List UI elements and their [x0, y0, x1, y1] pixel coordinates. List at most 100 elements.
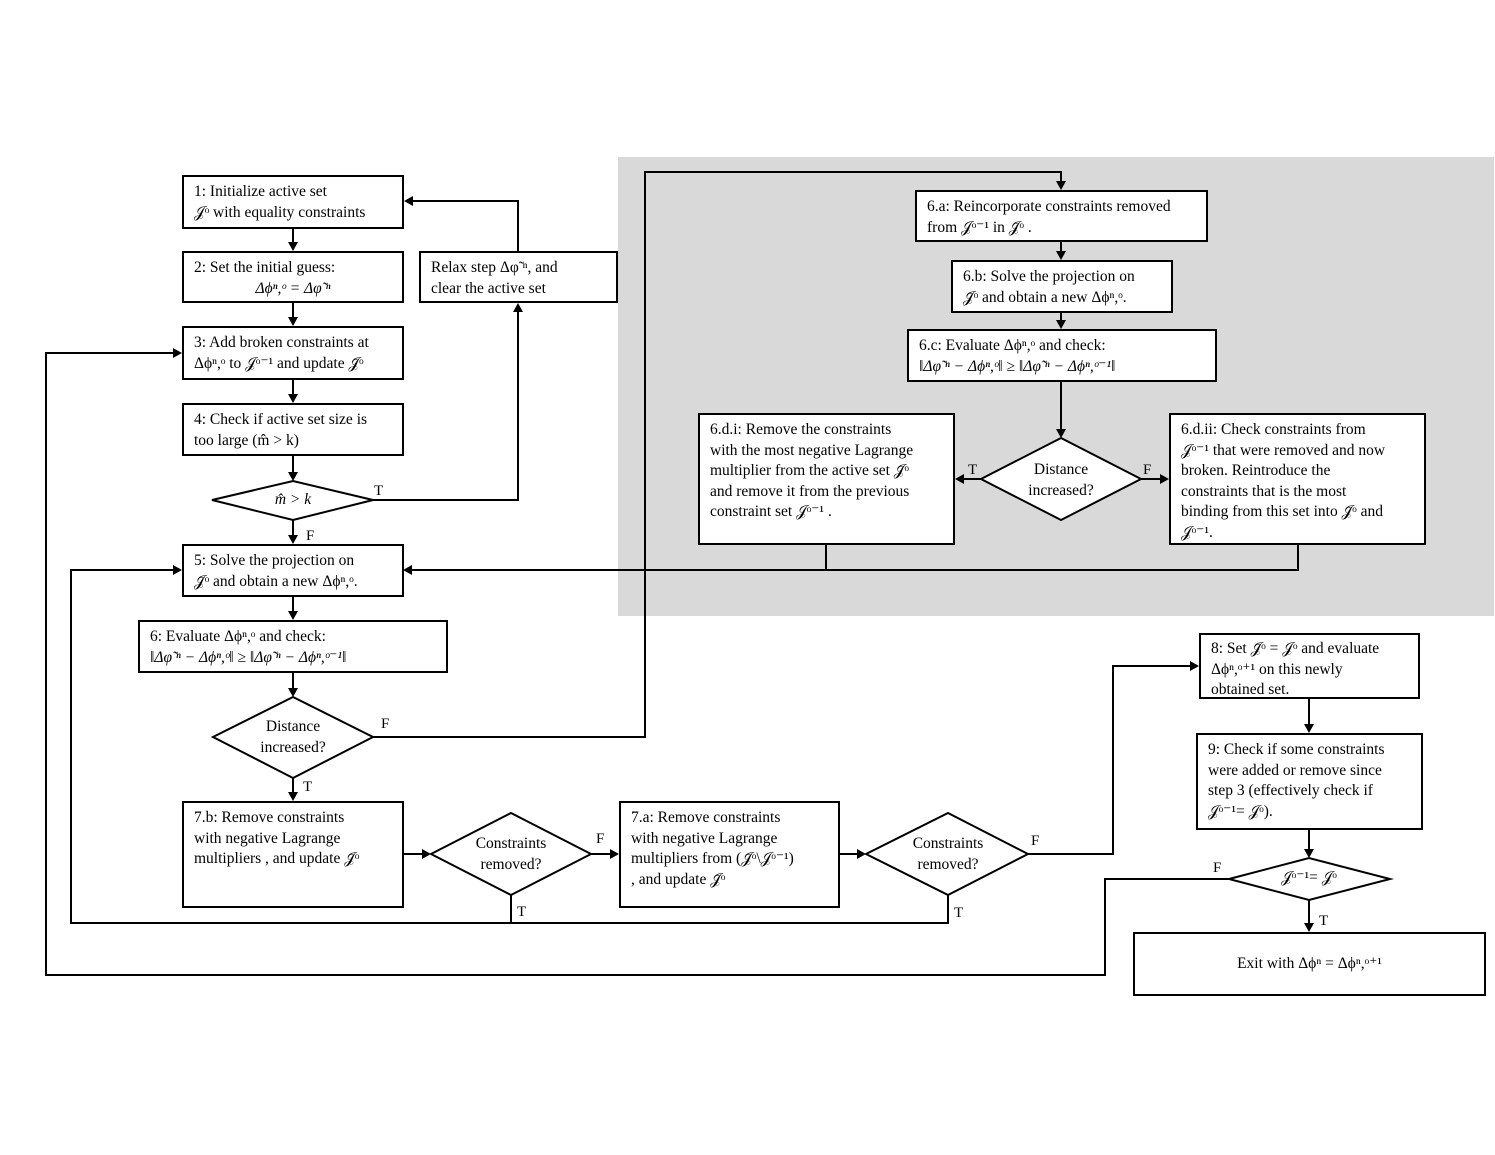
- branch-cons1-true: T: [517, 904, 527, 920]
- arrowhead: [610, 849, 619, 859]
- step-6a-reincorporate-constraints: 6.a: Reincorporate constraints removed f…: [915, 190, 1208, 242]
- step-6di-line-2: with the most negative Lagrange: [710, 441, 914, 459]
- step-5-line-1: 5: Solve the projection on: [194, 552, 355, 569]
- arrowhead: [288, 242, 298, 251]
- arrowhead: [513, 303, 523, 312]
- step-4-line-2: too large (m̂ > k): [194, 431, 299, 449]
- step-6c-evaluate-distance: 6.c: Evaluate Δϕⁿ,ᵒ and check: ‖Δφ̃ ⁿ − …: [907, 329, 1217, 382]
- arrowhead: [1160, 474, 1169, 484]
- step-9-line-4: 𝒥ᵒ⁻¹= 𝒥ᵒ).: [1208, 802, 1273, 820]
- decision-distance-line-1: Distance: [265, 718, 321, 735]
- step-3-line-2: Δϕⁿ,ᵒ to 𝒥ᵒ⁻¹ and update 𝒥̃ᵒ: [194, 354, 364, 372]
- decision-constraints-removed-7b-label: Constraints removed?: [451, 834, 571, 875]
- branch-dist2-false: F: [1143, 462, 1152, 478]
- decision-distance-increased-6c-label: Distance increased?: [1001, 460, 1121, 501]
- arrowhead: [1304, 923, 1314, 932]
- arrowhead: [288, 394, 298, 403]
- decision-cons1-line-1: Constraints: [475, 835, 547, 852]
- step-6di-line-1: 6.d.i: Remove the constraints: [710, 421, 892, 438]
- branch-dist2-true: T: [968, 462, 978, 478]
- step-6b-line-1: 6.b: Solve the projection on: [963, 268, 1135, 285]
- step-4-line-1: 4: Check if active set size is: [194, 411, 368, 428]
- step-6-line-1: 6: Evaluate Δϕⁿ,ᵒ and check:: [150, 628, 326, 645]
- edge-jeq-false-to-3: [45, 352, 1229, 976]
- step-5-solve-projection: 5: Solve the projection on 𝒥̃ᵒ and obtai…: [182, 544, 404, 597]
- edge-cons2-false-to-8: [1028, 665, 1190, 855]
- arrowhead: [1190, 661, 1199, 671]
- branch-mk-true: T: [374, 483, 384, 499]
- step-2-line-1: 2: Set the initial guess:: [194, 259, 336, 276]
- step-8-line-1: 8: Set 𝒥̃ᵒ = 𝒥ᵒ and evaluate: [1211, 640, 1380, 657]
- arrowhead: [288, 535, 298, 544]
- step-9-check-changes: 9: Check if some constraints were added …: [1196, 733, 1423, 830]
- step-6a-line-2: from 𝒥ᵒ⁻¹ in 𝒥̃ᵒ .: [927, 218, 1032, 236]
- arrowhead: [288, 792, 298, 801]
- arrowhead: [1304, 724, 1314, 733]
- decision-distance-line-2: increased?: [260, 738, 326, 756]
- step-7a-line-3: multipliers from (𝒥̃ᵒ\𝒥ᵒ⁻¹): [631, 850, 794, 867]
- step-1-initialize-active-set: 1: Initialize active set 𝒥ᵒ with equalit…: [182, 175, 404, 229]
- decision-active-set-unchanged-label: 𝒥ᵒ⁻¹= 𝒥ᵒ: [1281, 869, 1337, 886]
- arrowhead: [955, 474, 964, 484]
- step-1-line-1: 1: Initialize active set: [194, 183, 327, 200]
- decision-m-greater-k-label: m̂ > k: [274, 491, 312, 508]
- decision-cons2-line-2: removed?: [917, 855, 979, 873]
- decision-distance-6c-line-1: Distance: [1033, 461, 1089, 478]
- arrowhead: [404, 196, 413, 206]
- step-6dii-line-6: 𝒥ᵒ⁻¹.: [1181, 523, 1213, 541]
- arrowhead: [173, 348, 182, 358]
- step-6di-line-4: and remove it from the previous: [710, 482, 910, 500]
- branch-dist1-false: F: [381, 716, 390, 732]
- step-3-line-1: 3: Add broken constraints at: [194, 334, 369, 351]
- decision-distance-increased: [210, 695, 376, 780]
- relax-line-1: Relax step Δφ̃ ⁿ, and: [431, 259, 558, 276]
- step-6b-line-2: 𝒥̃ᵒ and obtain a new Δϕⁿ,ᵒ.: [963, 288, 1127, 306]
- step-8-line-2: Δϕⁿ,ᵒ⁺¹ on this newly: [1211, 660, 1343, 678]
- step-6-line-2: ‖Δφ̃ ⁿ − Δϕⁿ,ᵒ‖ ≥ ‖Δφ̃ ⁿ − Δϕⁿ,ᵒ⁻¹‖: [150, 648, 347, 666]
- arrowhead: [288, 317, 298, 326]
- step-7a-remove-negative-multipliers-from-set: 7.a: Remove constraints with negative La…: [619, 801, 840, 908]
- relax-line-2: clear the active set: [431, 279, 546, 297]
- exit-label: Exit with Δϕⁿ = Δϕⁿ,ᵒ⁺¹: [1237, 954, 1382, 972]
- decision-distance-6c-line-2: increased?: [1028, 481, 1094, 499]
- step-6c-line-2: ‖Δφ̃ ⁿ − Δϕⁿ,ᵒ‖ ≥ ‖Δφ̃ ⁿ − Δϕⁿ,ᵒ⁻¹‖: [919, 357, 1116, 375]
- step-6di-remove-most-negative: 6.d.i: Remove the constraints with the m…: [698, 413, 955, 545]
- step-6di-line-3: multiplier from the active set 𝒥̃ᵒ: [710, 462, 909, 479]
- step-2-line-2: Δϕⁿ,ᵒ = Δφ̃ ⁿ: [255, 279, 331, 297]
- step-7b-line-2: with negative Lagrange: [194, 829, 341, 847]
- branch-jeq-true: T: [1319, 913, 1329, 929]
- arrowhead: [173, 565, 182, 575]
- step-7b-line-3: multipliers , and update 𝒥̃ᵒ: [194, 850, 360, 867]
- edge-dist1-false-to-6a: [373, 171, 1062, 738]
- step-7b-remove-negative-multipliers: 7.b: Remove constraints with negative La…: [182, 801, 404, 908]
- arrowhead: [1304, 849, 1314, 858]
- decision-distance-increased-label: Distance increased?: [233, 717, 353, 758]
- step-6dii-reintroduce-constraints: 6.d.ii: Check constraints from 𝒥ᵒ⁻¹ that…: [1169, 413, 1426, 545]
- edge-cons-true-to-5: [70, 569, 949, 924]
- step-7a-line-2: with negative Lagrange: [631, 829, 778, 847]
- step-6-evaluate-distance: 6: Evaluate Δϕⁿ,ᵒ and check: ‖Δφ̃ ⁿ − Δϕ…: [138, 620, 448, 673]
- step-6dii-line-2: 𝒥ᵒ⁻¹ that were removed and now: [1181, 441, 1386, 459]
- decision-cons2-line-1: Constraints: [912, 835, 984, 852]
- step-6di-line-5: constraint set 𝒥ᵒ⁻¹ .: [710, 503, 832, 520]
- step-6b-solve-projection: 6.b: Solve the projection on 𝒥̃ᵒ and obt…: [951, 260, 1173, 313]
- step-2-initial-guess: 2: Set the initial guess: Δϕⁿ,ᵒ = Δφ̃ ⁿ: [182, 251, 404, 303]
- step-7a-line-4: , and update 𝒥̃ᵒ: [631, 870, 726, 888]
- step-9-line-3: step 3 (effectively check if: [1208, 782, 1373, 799]
- step-6dii-line-3: broken. Reintroduce the: [1181, 462, 1331, 479]
- edge-mk-true-to-relax: [373, 312, 519, 501]
- arrowhead: [1056, 251, 1066, 260]
- arrowhead: [1056, 429, 1066, 438]
- branch-jeq-false: F: [1213, 860, 1222, 876]
- arrowhead: [288, 611, 298, 620]
- step-9-line-1: 9: Check if some constraints: [1208, 741, 1385, 758]
- arrowhead: [1056, 320, 1066, 329]
- decision-constraints-removed-7b: [428, 811, 594, 897]
- step-8-set-and-evaluate: 8: Set 𝒥̃ᵒ = 𝒥ᵒ and evaluate Δϕⁿ,ᵒ⁺¹ on …: [1199, 633, 1420, 699]
- decision-constraints-removed-7a: [863, 811, 1031, 897]
- step-6dii-line-5: binding from this set into 𝒥̃ᵒ and: [1181, 503, 1384, 520]
- decision-cons1-line-2: removed?: [480, 855, 542, 873]
- arrowhead: [288, 688, 298, 697]
- relax-step: Relax step Δφ̃ ⁿ, and clear the active s…: [419, 251, 618, 303]
- step-3-add-broken-constraints: 3: Add broken constraints at Δϕⁿ,ᵒ to 𝒥ᵒ…: [182, 326, 404, 380]
